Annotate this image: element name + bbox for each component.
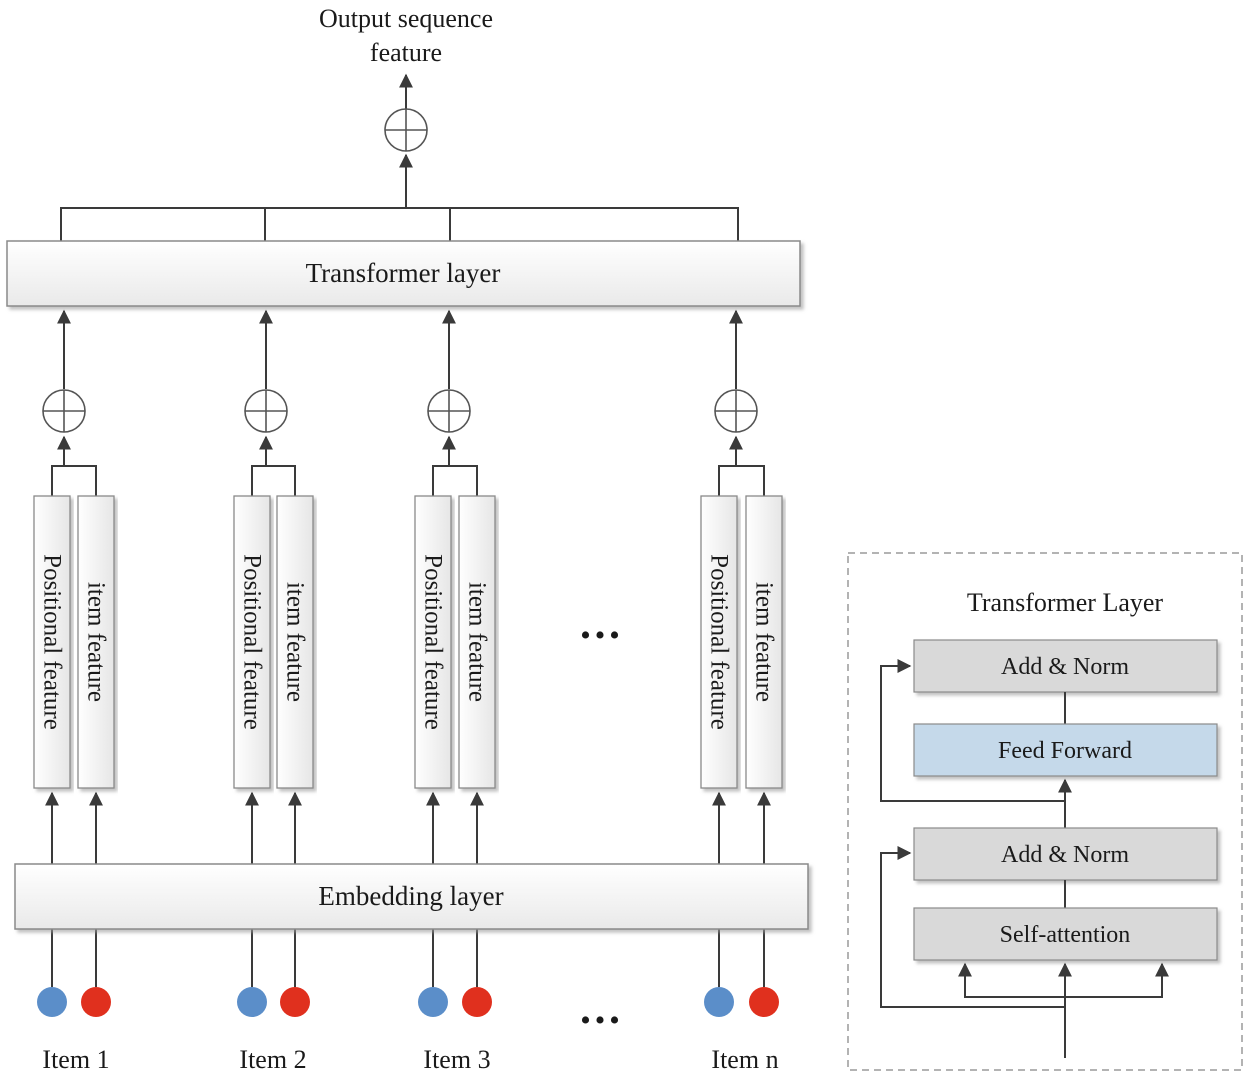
item-feature-box — [458, 495, 496, 789]
output-label-line-2: feature — [370, 38, 442, 67]
item-input-dot — [81, 987, 111, 1017]
embedding-layer-box — [14, 863, 809, 930]
item-feature-box — [77, 495, 115, 789]
feed-forward-label: Feed Forward — [998, 738, 1132, 764]
positional-feature-label: Positional feature — [39, 554, 66, 730]
feed-forward-box — [913, 723, 1218, 777]
item-input-dot — [280, 987, 310, 1017]
sum-icon — [244, 389, 288, 433]
ellipsis-items: ••• — [580, 1004, 624, 1037]
output-bracket — [60, 207, 739, 241]
item-label: Item 3 — [423, 1045, 490, 1074]
positional-input-dot — [37, 987, 67, 1017]
item-input-dot — [462, 987, 492, 1017]
item-feature-label: item feature — [83, 582, 110, 702]
positional-feature-label: Positional feature — [420, 554, 447, 730]
item-feature-box — [276, 495, 314, 789]
positional-input-dot — [418, 987, 448, 1017]
positional-feature-label: Positional feature — [706, 554, 733, 730]
output-sum-icon — [384, 108, 428, 152]
ellipsis-features: ••• — [580, 619, 624, 652]
residual-connection-1 — [880, 846, 1065, 1008]
positional-feature-box — [700, 495, 738, 789]
item-feature-label: item feature — [464, 582, 491, 702]
transformer-detail-panel — [847, 552, 1243, 1071]
self-attention-box — [913, 907, 1218, 961]
detail-title: Transformer Layer — [967, 588, 1163, 617]
positional-input-dot — [704, 987, 734, 1017]
add-norm-bottom-box — [913, 827, 1218, 881]
sum-icon — [427, 389, 471, 433]
item-label: Item 2 — [239, 1045, 306, 1074]
add-norm-bottom-label: Add & Norm — [1001, 842, 1129, 868]
positional-feature-label: Positional feature — [239, 554, 266, 730]
item-feature-box — [745, 495, 783, 789]
positional-feature-box — [414, 495, 452, 789]
output-label-line-1: Output sequence — [319, 4, 493, 33]
positional-feature-box — [233, 495, 271, 789]
item-label: Item n — [711, 1045, 778, 1074]
item-feature-label: item feature — [282, 582, 309, 702]
self-attention-label: Self-attention — [1000, 922, 1131, 948]
transformer-layer-box — [6, 240, 801, 307]
sum-icon — [42, 389, 86, 433]
positional-feature-box — [33, 495, 71, 789]
sum-icon — [714, 389, 758, 433]
add-norm-top-box — [913, 639, 1218, 693]
add-norm-top-label: Add & Norm — [1001, 654, 1129, 680]
embedding-layer-label: Embedding layer — [318, 881, 503, 911]
item-input-dot — [749, 987, 779, 1017]
residual-connection-2 — [880, 659, 1065, 802]
item-feature-label: item feature — [751, 582, 778, 702]
item-label: Item 1 — [42, 1045, 109, 1074]
transformer-layer-label: Transformer layer — [306, 258, 501, 288]
positional-input-dot — [237, 987, 267, 1017]
